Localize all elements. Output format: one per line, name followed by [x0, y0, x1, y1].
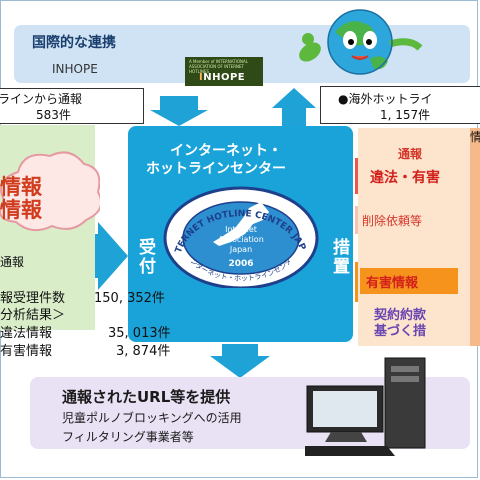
inflow-report-label: 通報	[0, 255, 25, 269]
arrow-up-to-international	[272, 88, 316, 126]
output-line1: 児童ポルノブロッキングへの活用	[62, 411, 242, 425]
stat-received-label: 報受理件数	[0, 291, 66, 306]
globe-mascot-icon	[299, 9, 423, 75]
center-title-line2: ホットラインセンター	[146, 161, 286, 177]
inhope-label: INHOPE	[52, 62, 98, 76]
overseas-report-box	[320, 86, 480, 124]
stat-received-value: 150, 352件	[94, 291, 165, 306]
reception-label: 受付	[135, 238, 155, 276]
inhope-logo-wordmark: INHOPE	[199, 72, 246, 83]
svg-text:Japan: Japan	[229, 245, 252, 254]
right-edge-char: 情	[470, 130, 480, 144]
arrow-down-from-international	[150, 96, 208, 126]
stat-illegal-value: 35, 013件	[108, 326, 171, 341]
stat-harmful-value: 3, 874件	[116, 344, 171, 359]
cloud-info-text: 情報 情報	[0, 175, 42, 222]
action-deletion-label: 削除依頼等	[362, 214, 423, 228]
right-action-panel	[358, 128, 480, 346]
action-report-label: 通報	[398, 147, 423, 161]
output-title: 通報されたURL等を提供	[62, 388, 231, 406]
contract-line1: 契約約款	[374, 308, 427, 323]
right-panel-edge	[470, 128, 480, 346]
overseas-report-label: ●海外ホットライ	[338, 92, 433, 106]
arrow-down-to-output	[210, 344, 270, 378]
action-illegal-label: 違法・有害	[370, 170, 440, 186]
overseas-report-count: 1, 157件	[380, 108, 431, 122]
hotline-seal: INTERNET HOTLINE CENTER JAPAN Internet A…	[163, 182, 319, 288]
action-harmful-label: 有害情報	[366, 276, 419, 291]
svg-text:Association: Association	[218, 235, 264, 244]
inhope-logo-caption: A Member of INTERNATIONAL ASSOCIATION OF…	[189, 59, 248, 74]
harmful-info-box	[360, 268, 458, 294]
stat-analysis-label: 分析結果＞	[0, 308, 66, 323]
stat-illegal-label: 違法情報	[0, 326, 53, 341]
contract-line2: 基づく措	[374, 324, 427, 339]
output-line2: フィルタリング事業者等	[62, 430, 194, 444]
inhope-logo: A Member of INTERNATIONAL ASSOCIATION OF…	[185, 57, 263, 86]
computer-icon	[305, 357, 426, 456]
center-title-line1: インターネット・	[170, 143, 282, 159]
svg-text:Internet: Internet	[225, 225, 257, 234]
domestic-report-box	[0, 88, 144, 124]
domestic-report-label: ラインから通報	[0, 92, 83, 106]
domestic-report-count: 583件	[36, 108, 71, 122]
japan-map-icon	[213, 202, 269, 246]
svg-text:2006: 2006	[228, 259, 253, 269]
cloud-shape	[0, 151, 100, 232]
stat-harmful-label: 有害情報	[0, 344, 53, 359]
international-title: 国際的な連携	[32, 35, 116, 51]
measures-label: 措置	[329, 238, 349, 276]
